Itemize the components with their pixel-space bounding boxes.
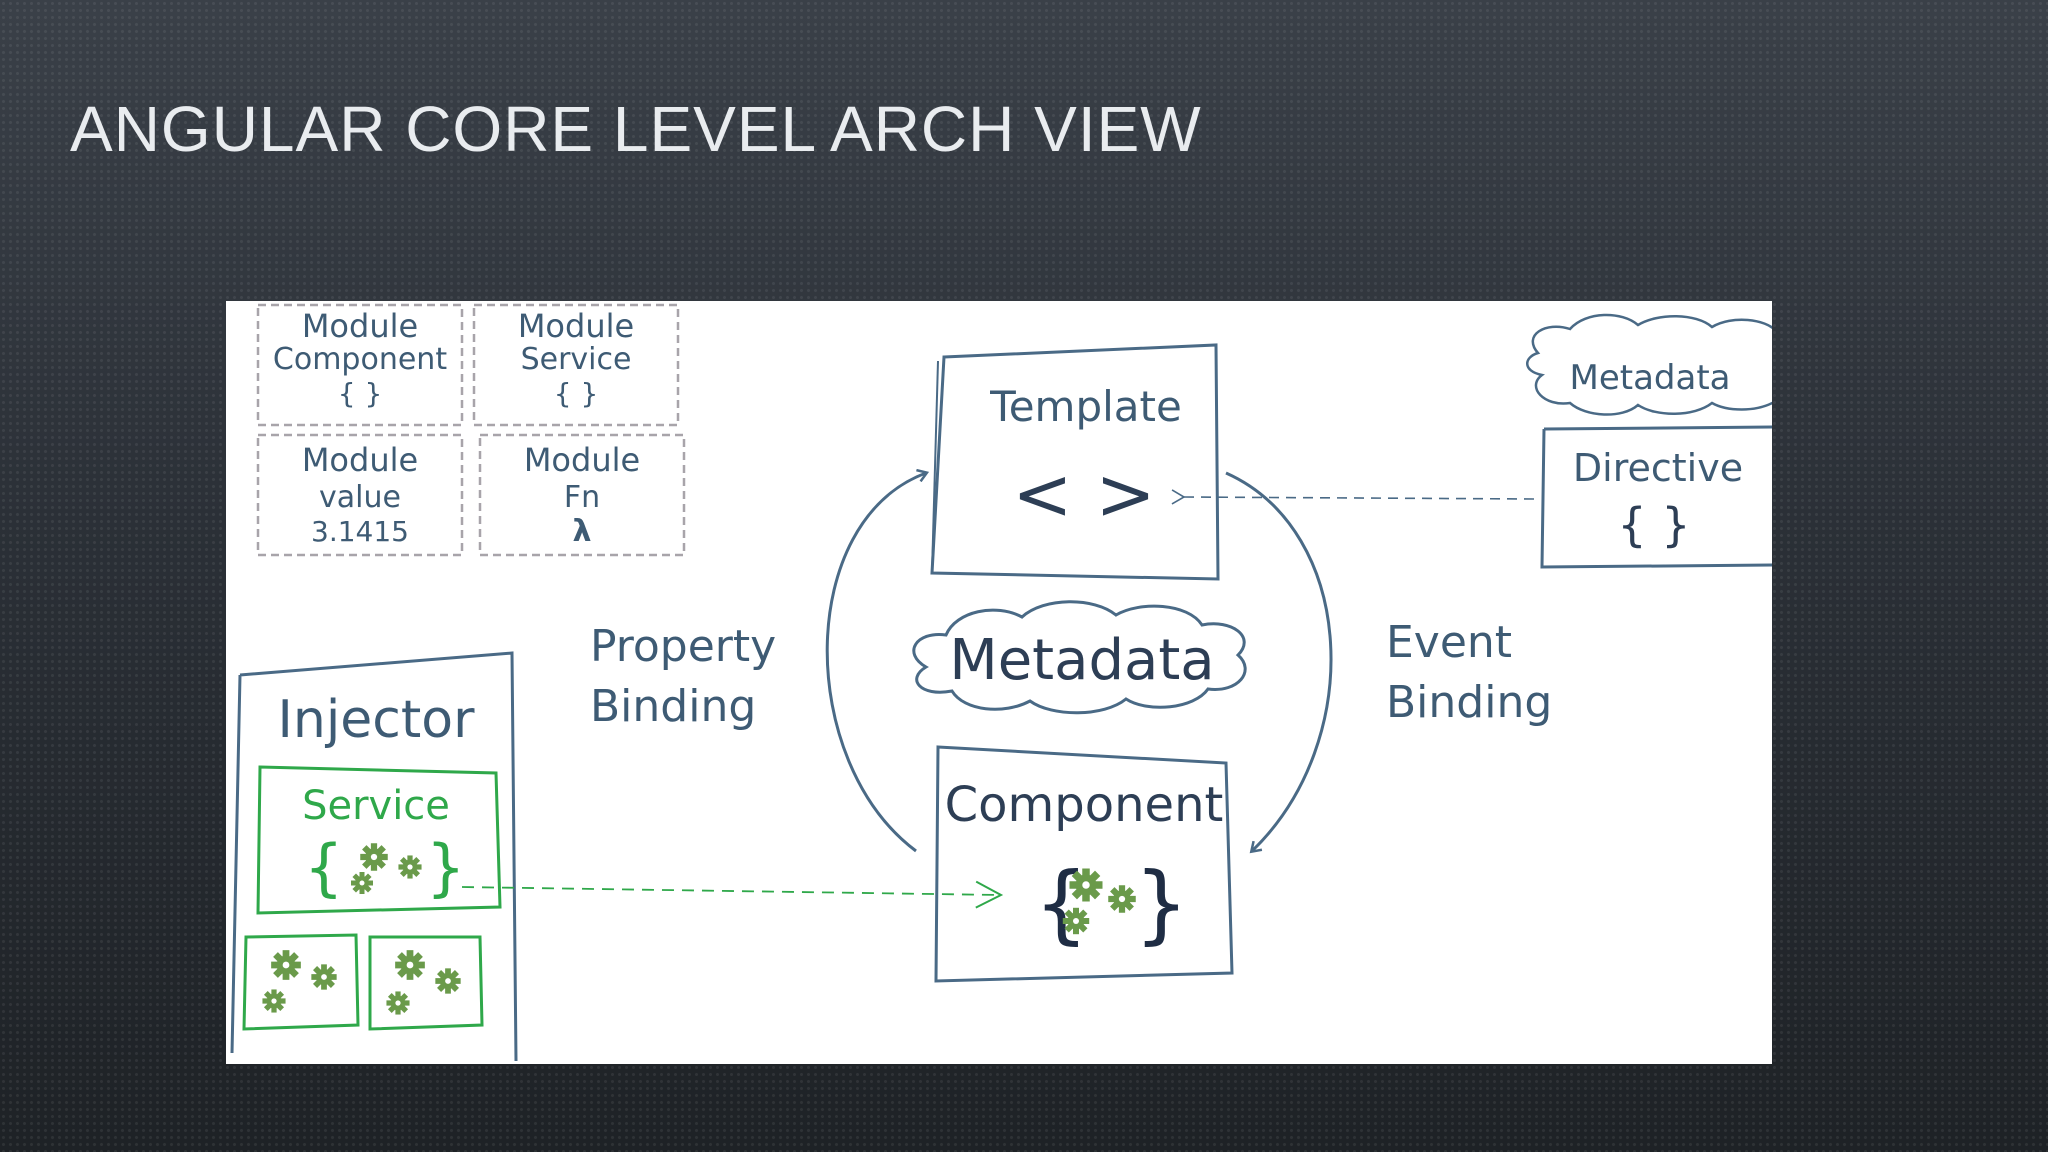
- lambda-icon: λ: [573, 514, 592, 549]
- directive-arrow: [1184, 497, 1534, 499]
- directive-metadata-label: Metadata: [1569, 358, 1730, 398]
- slide-title: ANGULAR CORE LEVEL ARCH VIEW: [70, 92, 1202, 166]
- module-value-box: Module value 3.1415: [258, 435, 462, 555]
- directive-box: Directive { }: [1542, 427, 1772, 567]
- gear-icon: [360, 843, 388, 871]
- injector-label: Injector: [278, 690, 476, 750]
- architecture-diagram: Module Component { } Module Service { } …: [226, 301, 1772, 1064]
- injector-gear-box-2: [370, 937, 482, 1029]
- module-component-subtitle: Component: [273, 342, 447, 377]
- property-binding-line1: Property: [590, 621, 776, 672]
- gear-icon: [1108, 885, 1136, 913]
- module-fn-box: Module Fn λ: [480, 435, 684, 555]
- gear-icon: [386, 991, 409, 1014]
- module-fn-subtitle: Fn: [564, 480, 600, 515]
- diagram-panel: Module Component { } Module Service { } …: [226, 301, 1772, 1064]
- property-binding-arrow: [827, 473, 926, 851]
- gear-icon: [311, 964, 336, 989]
- module-component-title: Module: [302, 307, 418, 345]
- curly-braces-icon: { }: [338, 377, 383, 410]
- property-binding-line2: Binding: [590, 681, 756, 732]
- gear-icon: [395, 950, 425, 980]
- gear-icon: [271, 950, 301, 980]
- component-close-brace: }: [1134, 854, 1189, 954]
- gear-icon: [1063, 908, 1089, 934]
- module-service-title: Module: [518, 307, 634, 345]
- component-label: Component: [945, 777, 1224, 833]
- event-binding-line2: Binding: [1386, 677, 1552, 728]
- template-label: Template: [989, 382, 1182, 431]
- event-binding-arrow: [1226, 473, 1331, 851]
- curly-braces-icon: { }: [554, 377, 599, 410]
- module-value-subtitle: value: [319, 480, 401, 515]
- gear-icon: [262, 989, 285, 1012]
- module-value-number: 3.1415: [311, 515, 409, 548]
- component-box: Component { }: [936, 747, 1232, 981]
- angle-brackets-icon: < >: [1012, 452, 1156, 536]
- module-component-box: Module Component { }: [258, 305, 462, 425]
- service-injection-arrow: [462, 887, 1000, 895]
- module-value-title: Module: [302, 441, 418, 479]
- directive-label: Directive: [1573, 446, 1743, 490]
- service-close-brace: }: [426, 831, 465, 904]
- metadata-cloud: Metadata: [914, 602, 1245, 713]
- event-binding-line1: Event: [1386, 617, 1512, 668]
- component-open-brace: {: [1034, 854, 1089, 954]
- gear-icon: [435, 968, 460, 993]
- module-service-box: Module Service { }: [474, 305, 678, 425]
- metadata-center-label: Metadata: [949, 628, 1214, 693]
- gear-icon: [398, 855, 421, 878]
- service-box: Service { }: [258, 767, 500, 913]
- module-service-subtitle: Service: [521, 342, 632, 377]
- directive-metadata-cloud: Metadata: [1527, 315, 1772, 415]
- template-box: Template < >: [932, 345, 1218, 579]
- service-label: Service: [302, 783, 450, 829]
- curly-braces-icon: { }: [1617, 498, 1690, 552]
- gear-icon: [1070, 869, 1103, 902]
- injector-gear-box-1: [244, 935, 358, 1029]
- module-fn-title: Module: [524, 441, 640, 479]
- service-open-brace: {: [304, 831, 343, 904]
- gear-icon: [351, 872, 373, 894]
